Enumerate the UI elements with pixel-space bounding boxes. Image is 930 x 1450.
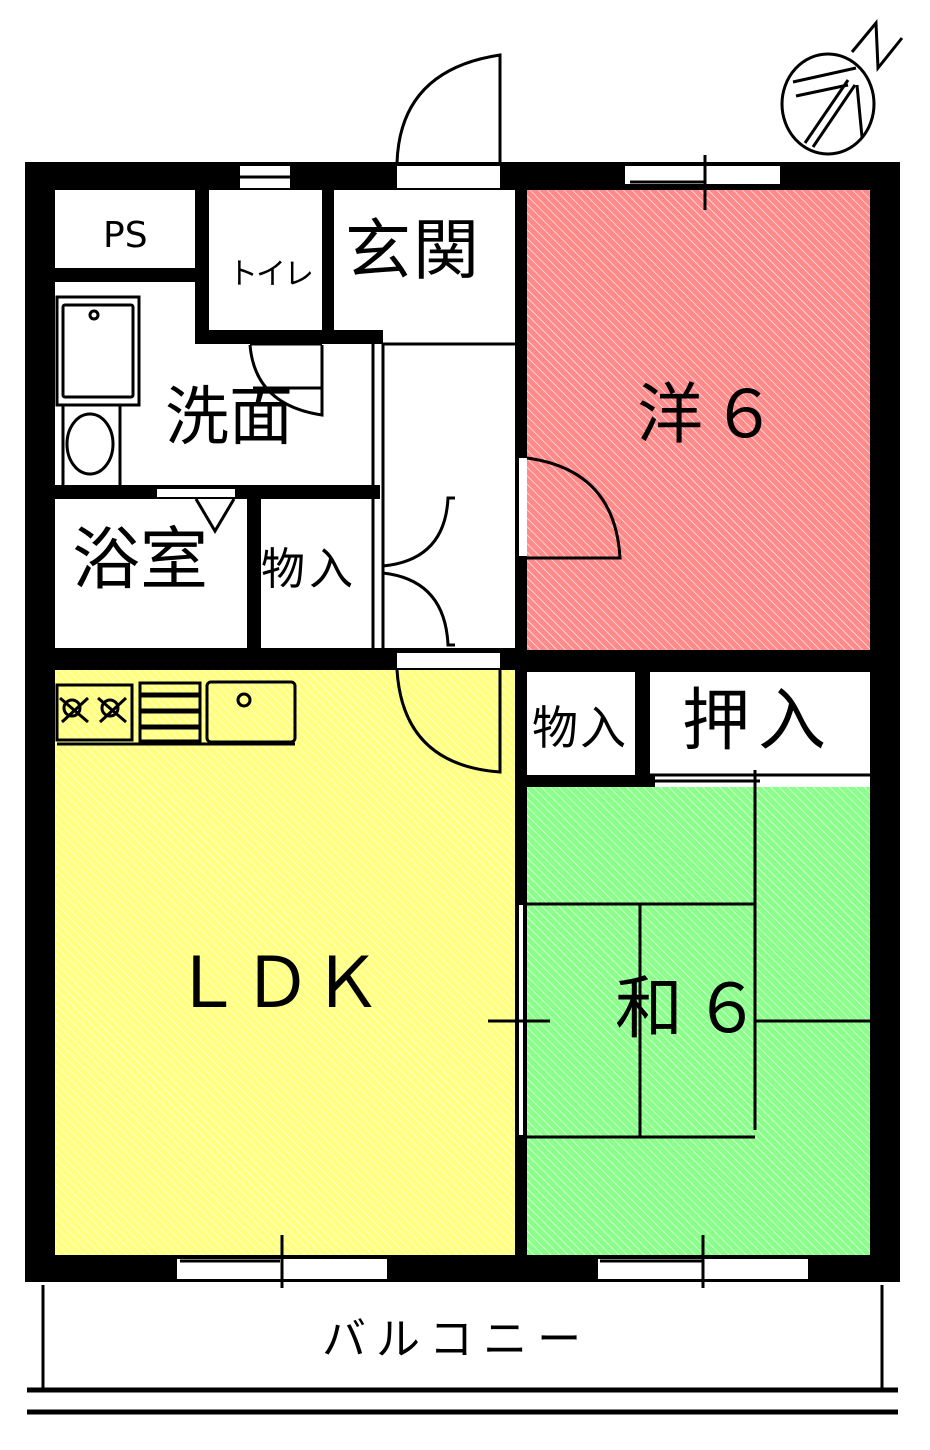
sink-icon	[205, 680, 297, 744]
entrance-door-swing	[395, 53, 502, 164]
ldk-door-swing	[395, 669, 502, 774]
room-label-japanese: 和６	[615, 970, 772, 1049]
toilet-door-swing	[248, 344, 324, 417]
washbasin-icon	[61, 405, 122, 485]
room-label-ldk: ＬＤＫ	[172, 942, 382, 1024]
room-label-storage-hall: 物入	[261, 544, 357, 595]
ldk-fill	[55, 670, 515, 1255]
storage-doors	[382, 496, 455, 647]
room-label-storage-small: 物入	[532, 701, 628, 755]
room-label-washroom: 洗面	[165, 381, 293, 455]
room-label-closet: 押入	[682, 682, 835, 761]
stove-icon	[55, 683, 134, 742]
tatami-mats	[527, 770, 870, 1139]
room-label-toilet: トイレ	[228, 257, 314, 292]
balcony-windows	[177, 1235, 808, 1288]
room-label-western: 洋６	[637, 376, 785, 453]
burner-icon	[59, 696, 128, 724]
western-room-fill	[527, 190, 870, 650]
corridor-partitions	[250, 342, 870, 783]
entrance-door-opening	[397, 166, 500, 188]
room-label-entrance: 玄関	[345, 212, 481, 289]
bathroom-door-icon	[194, 498, 236, 534]
western-room-door-swing	[526, 456, 622, 560]
north-arrow-icon	[780, 19, 904, 156]
washing-machine-icon	[55, 295, 141, 407]
balcony	[27, 1285, 898, 1415]
room-label-bathroom: 浴室	[72, 521, 209, 600]
room-label-balcony: バルコニー	[322, 1314, 592, 1365]
kitchen-counter	[55, 680, 297, 746]
room-label-ps: PS	[103, 215, 148, 256]
window-top-western	[625, 166, 780, 184]
